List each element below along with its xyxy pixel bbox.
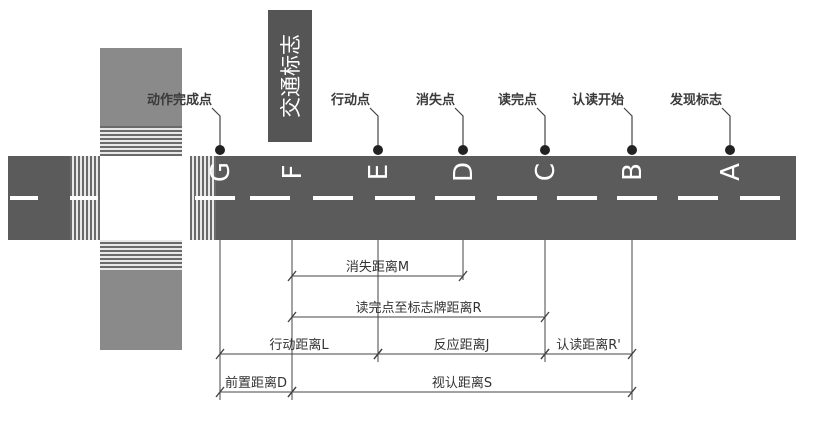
lane-dash — [70, 196, 98, 200]
point-marker-g — [215, 145, 225, 155]
traffic-sign-text: 交通标志 — [279, 34, 303, 118]
point-label-a: 发现标志 — [669, 92, 722, 108]
dim-l-label: 行动距离L — [269, 337, 329, 353]
lane-markings — [10, 196, 780, 200]
dim-d-tick — [215, 386, 225, 398]
lane-dash — [375, 196, 415, 200]
point-letter-d: D — [449, 162, 479, 182]
point-leader-g — [211, 107, 221, 146]
distance-dimensions: 消失距离M 读完点至标志牌距离R 行动距离L 反应距离J 认读距离R' 前置距离D 视认距离… — [215, 240, 637, 400]
dim-j-label: 反应距离J — [434, 337, 490, 353]
point-letter-a: A — [716, 163, 746, 181]
lane-dash — [557, 196, 597, 200]
intersection — [100, 156, 190, 240]
dim-r1-tick — [540, 348, 550, 360]
point-leader-c — [536, 107, 546, 146]
lane-dash — [313, 196, 353, 200]
point-label-e: 行动点 — [330, 92, 370, 108]
crosswalk-top — [100, 126, 182, 156]
dim-r-label: 读完点至标志牌距离R — [355, 300, 481, 316]
point-letter-c: C — [531, 163, 561, 181]
dim-m-tick — [458, 270, 468, 282]
dim-r-tick — [540, 311, 550, 323]
dim-m-label: 消失距离M — [346, 259, 409, 275]
dim-r1-label: 认读距离R' — [556, 337, 621, 353]
dim-s-label: 视认距离S — [432, 375, 492, 391]
dim-j-tick — [373, 348, 383, 360]
lane-dash — [195, 196, 235, 200]
crosswalk-bottom — [100, 240, 182, 270]
point-letter-f: F — [278, 165, 308, 180]
point-marker-b — [627, 145, 637, 155]
lane-dash — [678, 196, 718, 200]
point-letter-g: G — [206, 162, 236, 182]
lane-dash — [617, 196, 657, 200]
point-markers: 发现标志 A 认读开始 B 读完点 C 消失点 D 行动点 E F 动作完成点 G — [147, 92, 746, 182]
lane-dash — [10, 196, 38, 200]
point-leader-e — [369, 107, 379, 146]
dim-l-tick — [215, 348, 225, 360]
point-label-c: 读完点 — [498, 92, 537, 108]
point-marker-e — [373, 145, 383, 155]
lane-dash — [435, 196, 475, 200]
dim-r-tick — [287, 311, 297, 323]
point-label-b: 认读开始 — [572, 92, 624, 108]
traffic-sign — [268, 10, 312, 142]
dim-d-label: 前置距离D — [225, 375, 287, 391]
point-label-d: 消失点 — [416, 92, 455, 108]
lane-dash — [250, 196, 290, 200]
dim-r1-tick — [627, 348, 637, 360]
point-letter-e: E — [364, 164, 394, 180]
point-leader-a — [721, 107, 731, 146]
dim-s-tick — [287, 386, 297, 398]
point-label-g: 动作完成点 — [147, 92, 212, 108]
point-marker-d — [458, 145, 468, 155]
lane-dash — [740, 196, 780, 200]
lane-dash — [497, 196, 537, 200]
dim-s-tick — [627, 386, 637, 398]
point-marker-a — [725, 145, 735, 155]
point-letter-b: B — [618, 163, 648, 181]
dim-m-tick — [287, 270, 297, 282]
point-leader-b — [623, 107, 633, 146]
point-leader-d — [454, 107, 464, 146]
point-marker-c — [540, 145, 550, 155]
